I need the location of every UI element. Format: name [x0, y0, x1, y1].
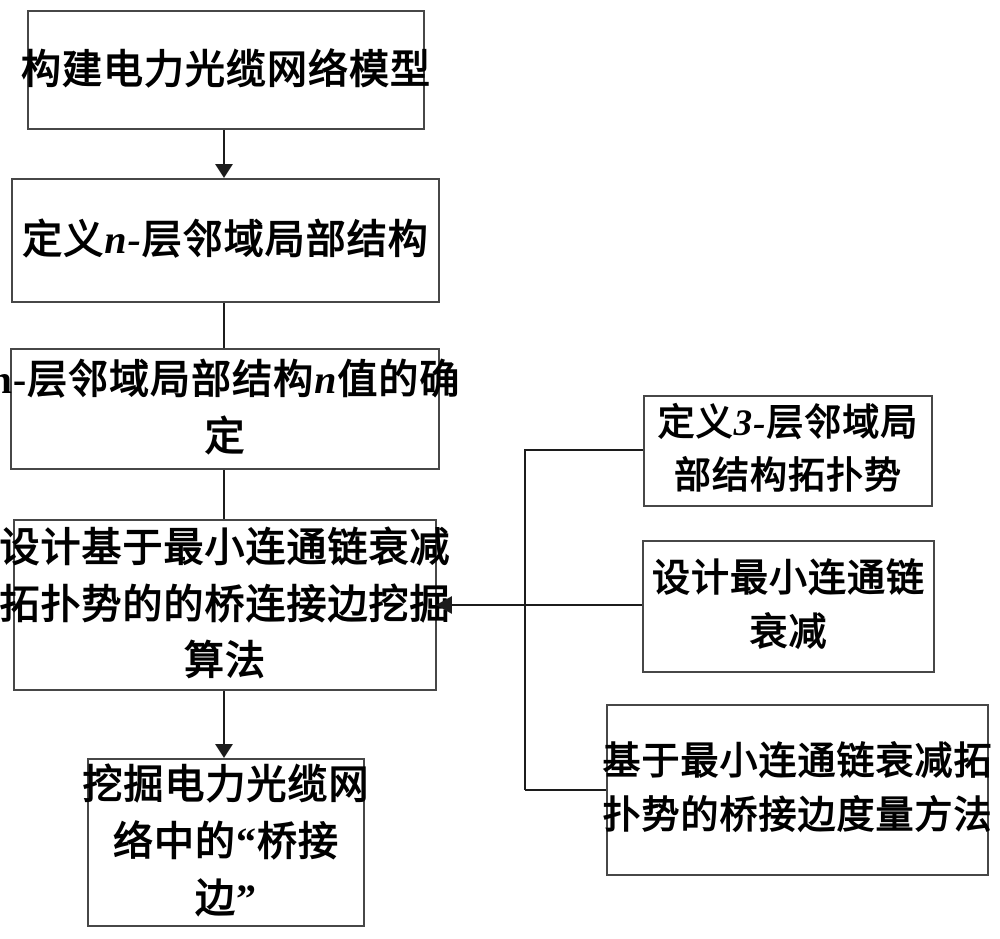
flow-box-label: n-层邻域局部结构n值的确定 [0, 357, 461, 459]
flow-box-determine-n-value: n-层邻域局部结构n值的确定 [0, 348, 459, 470]
arrowhead-left-into-algorithm-box-icon [436, 596, 452, 614]
connector-box3-to-box4-line [223, 470, 225, 519]
arrowhead-down-box5-icon [215, 744, 233, 758]
connector-measurement-method-branch-line [525, 789, 606, 791]
flow-box-bridge-edge-measurement-method: 基于最小连通链衰减拓扑势的桥接边度量方法 [603, 704, 992, 876]
flow-box-define-3-layer-topological-potential: 定义3-层邻域局部结构拓扑势 [643, 395, 933, 507]
connector-box4-to-box5-line [223, 691, 225, 744]
connector-box2-to-box3-line [223, 303, 225, 348]
connector-box1-to-box2-line [223, 130, 225, 166]
connector-attenuation-branch-arrow-line [451, 604, 642, 606]
flow-box-build-power-cable-network-model: 构建电力光缆网络模型 [21, 10, 430, 130]
flow-box-define-n-layer-neighborhood-structure: 定义n-层邻域局部结构 [11, 178, 440, 303]
flow-box-label: 定义3-层邻域局部结构拓扑势 [657, 403, 919, 497]
flow-box-label: 基于最小连通链衰减拓扑势的桥接边度量方法 [602, 741, 993, 837]
flow-box-label: 构建电力光缆网络模型 [21, 46, 431, 92]
flow-box-label: 定义n-层邻域局部结构 [22, 217, 429, 263]
flow-box-design-min-connected-chain-attenuation: 设计最小连通链衰减 [642, 540, 935, 673]
connector-right-bracket-vertical-line [524, 449, 526, 790]
flow-box-design-bridge-edge-mining-algorithm: 设计基于最小连通链衰减拓扑势的的桥连接边挖掘算法 [0, 519, 450, 691]
connector-topological-potential-branch-line [525, 449, 643, 451]
flow-box-label: 设计最小连通链衰减 [651, 557, 925, 654]
flow-box-mine-bridge-edges: 挖掘电力光缆网络中的“桥接边” [83, 758, 369, 927]
arrowhead-down-box2-icon [215, 164, 233, 178]
flow-box-label: 设计基于最小连通链衰减拓扑势的的桥连接边挖掘算法 [0, 524, 451, 684]
flow-box-label: 挖掘电力光缆网络中的“桥接边” [82, 762, 370, 921]
